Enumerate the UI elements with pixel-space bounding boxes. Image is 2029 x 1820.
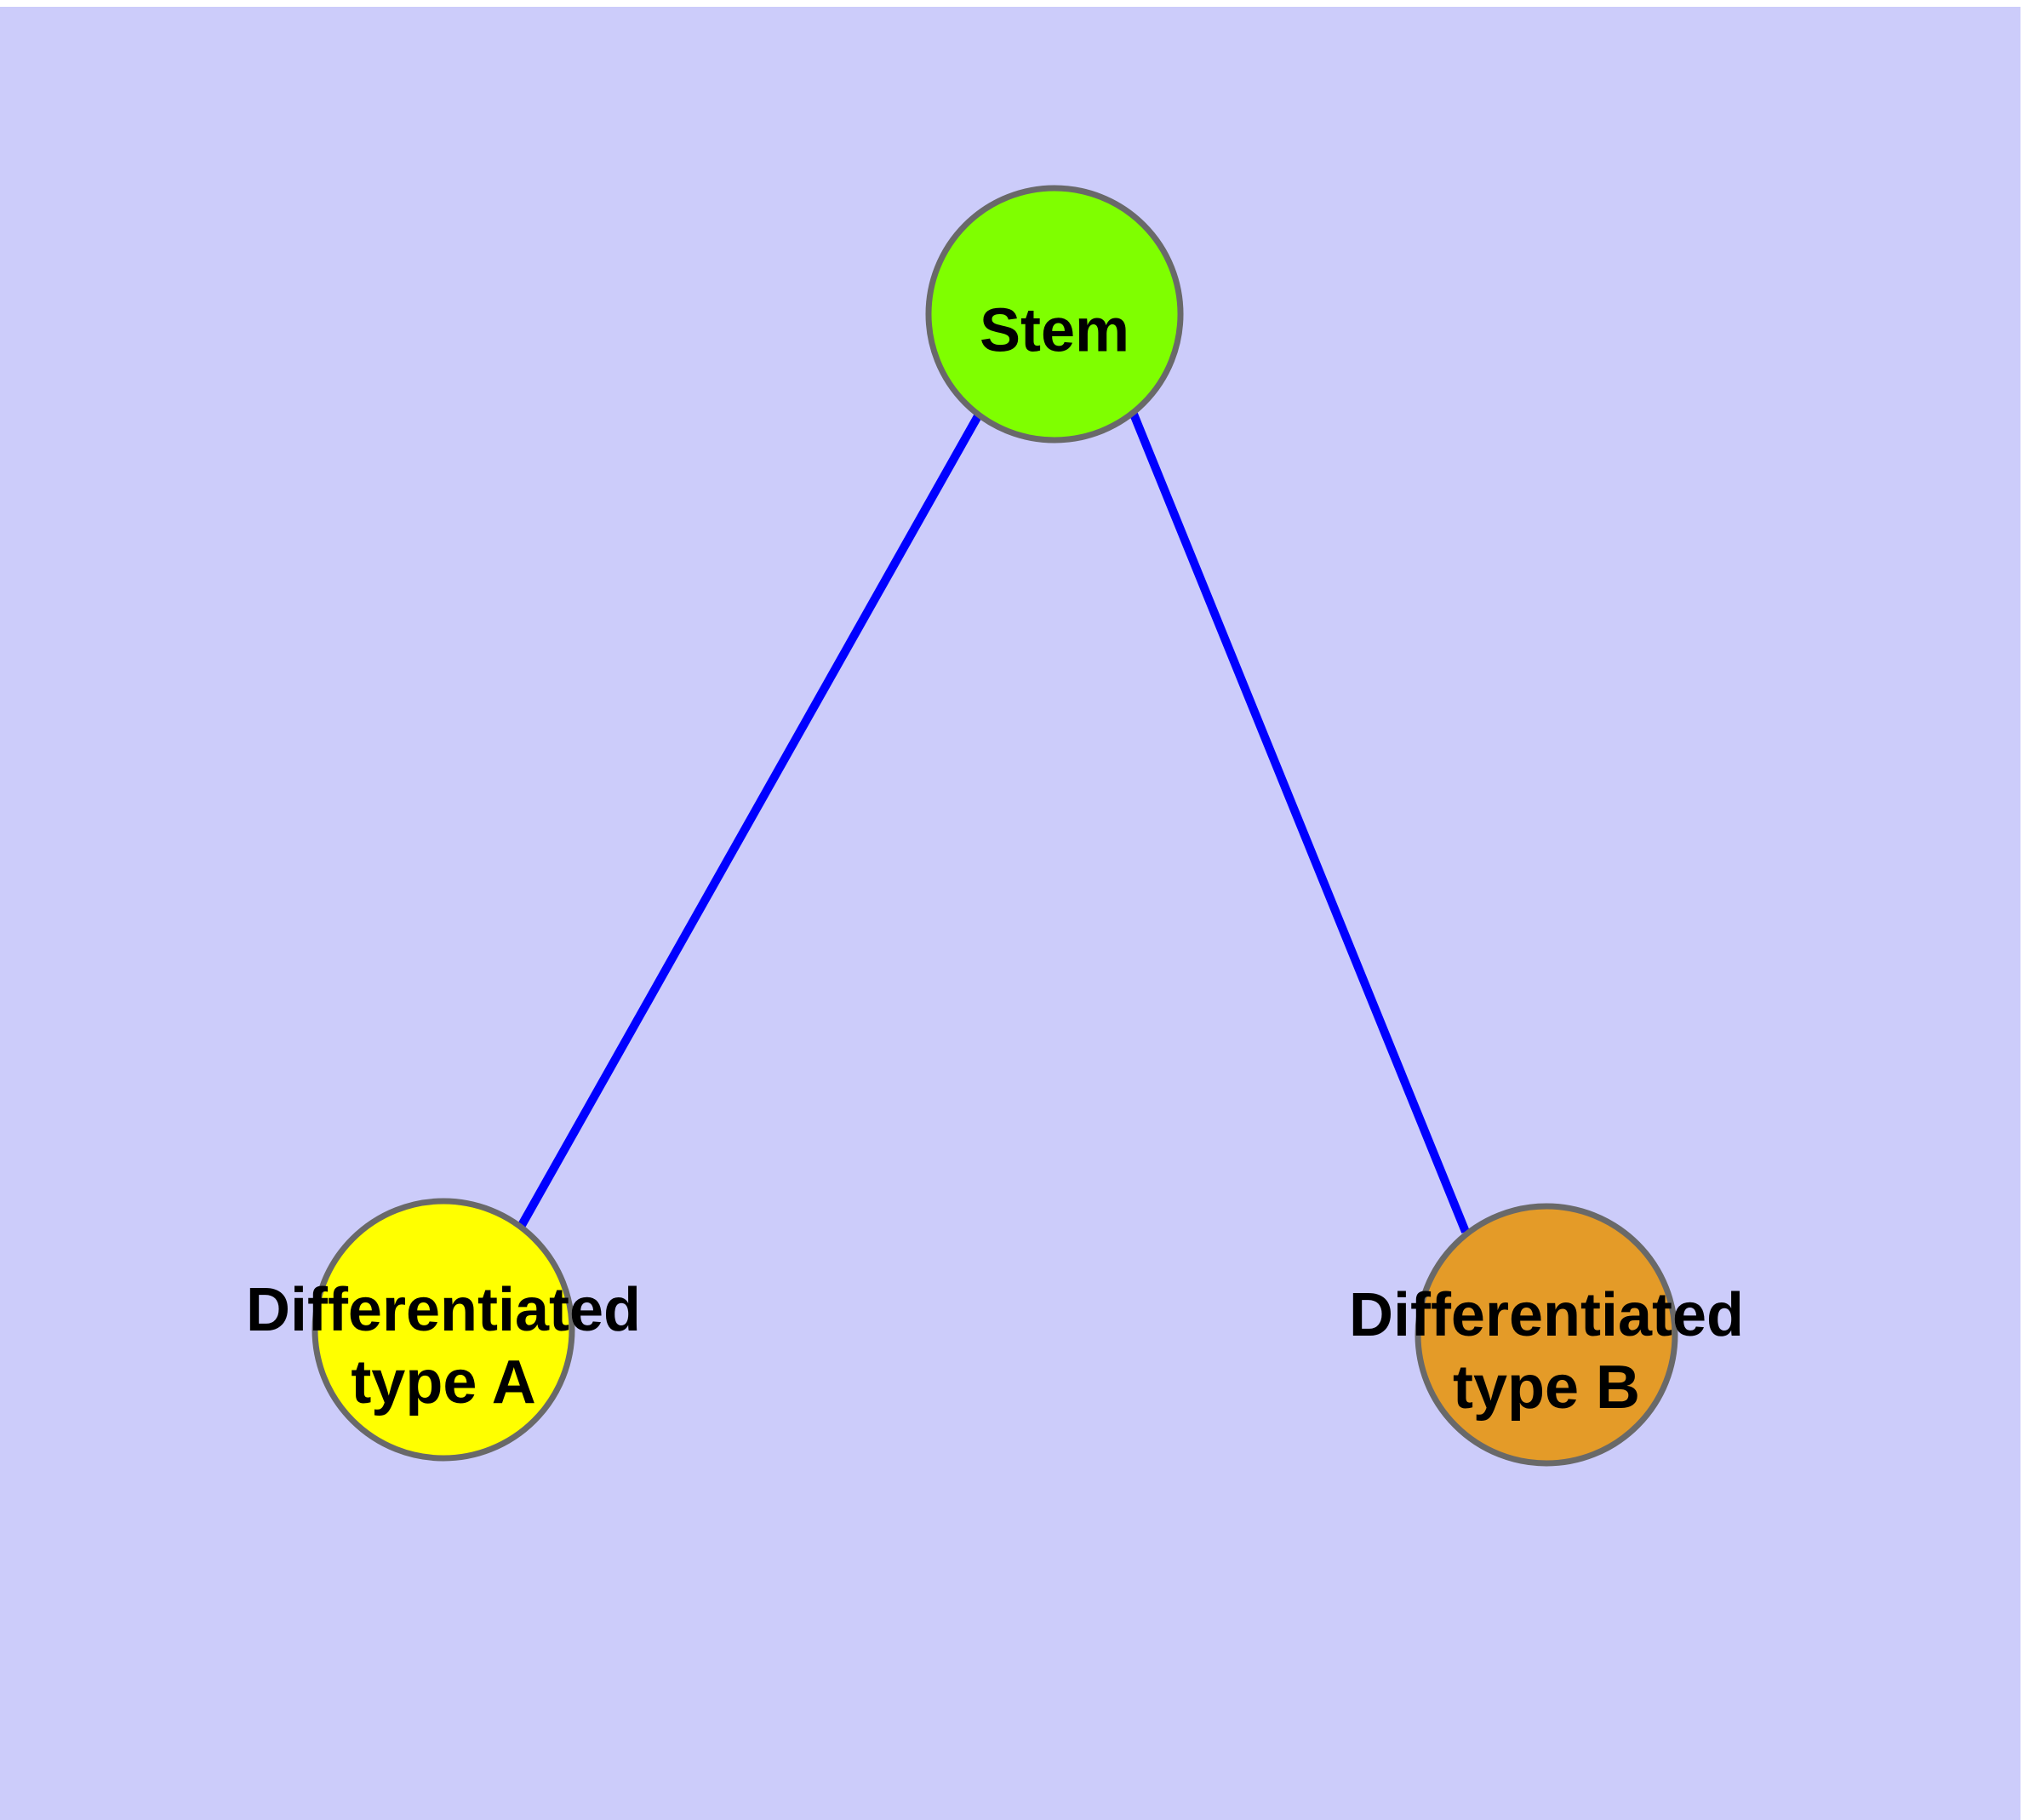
node-label-line: Differentiated bbox=[246, 1276, 641, 1344]
edge-stem-to-differentiated-type-a[interactable] bbox=[517, 412, 983, 1229]
node-label-stem: Stem bbox=[980, 296, 1129, 364]
edge-layer bbox=[517, 410, 1470, 1233]
node-circle-differentiated-type-a[interactable] bbox=[311, 1198, 575, 1462]
node-circle-stem[interactable] bbox=[925, 185, 1184, 444]
node-label-line: Differentiated bbox=[1349, 1281, 1744, 1349]
node-circle-differentiated-type-b[interactable] bbox=[1415, 1203, 1678, 1467]
node-label-line: Stem bbox=[980, 296, 1129, 364]
node-shape-layer bbox=[311, 185, 1678, 1467]
node-label-line: type A bbox=[351, 1348, 535, 1417]
node-label-line: type B bbox=[1453, 1354, 1640, 1422]
edge-stem-to-differentiated-type-b[interactable] bbox=[1129, 410, 1470, 1233]
